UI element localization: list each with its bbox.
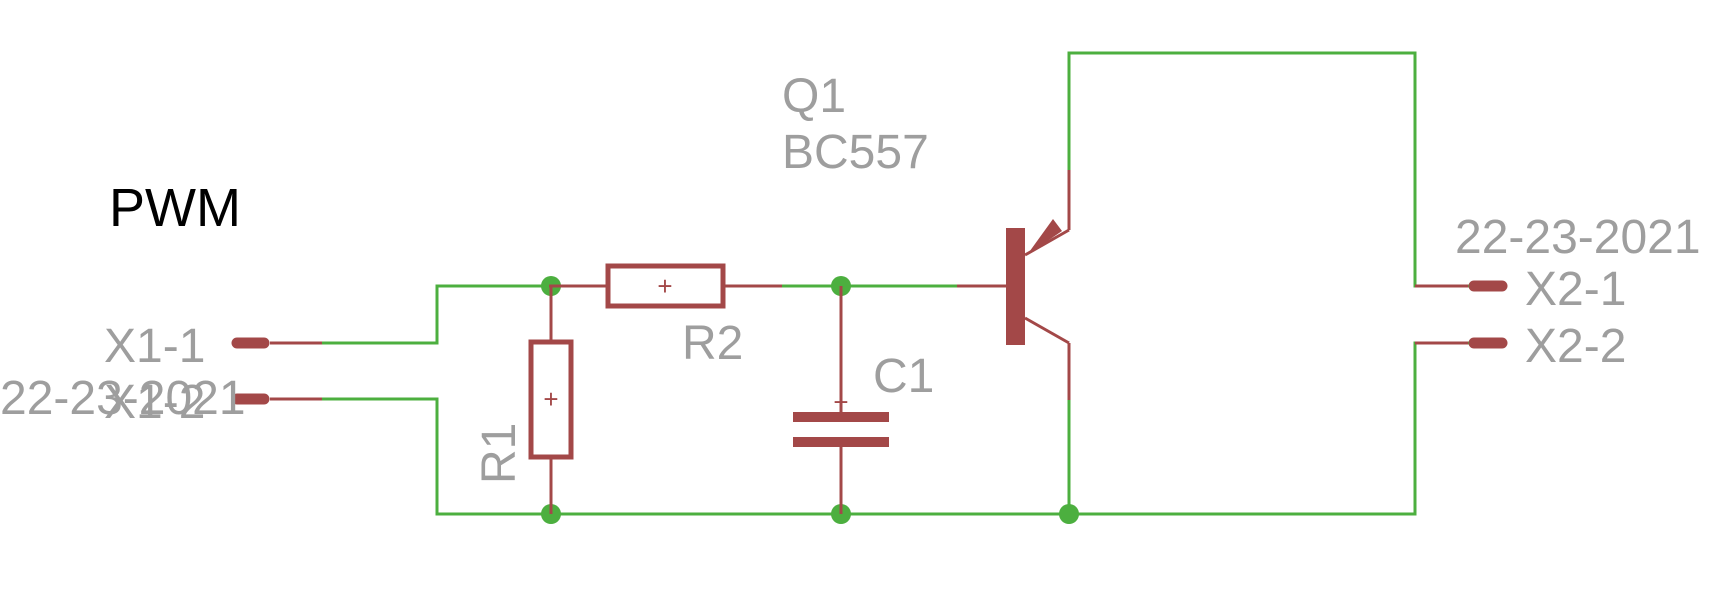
x1-1-label: X1-1 (104, 320, 205, 373)
q1-collector-diagonal (1024, 316, 1070, 345)
origin-marks: + + + (543, 271, 848, 417)
labels: Q1 BC557 R2 C1 R1 22-23-2021 X1-1 X1-2 2… (0, 70, 1701, 484)
r1-name-label: R1 (473, 423, 526, 484)
q1-base-bar (1006, 228, 1025, 345)
net-x1-1 (322, 284, 497, 345)
transistor-q1 (957, 170, 1071, 400)
r2-origin-mark: + (657, 271, 672, 301)
connector-x1 (231, 337, 322, 405)
x2-2-label: X2-2 (1525, 320, 1626, 373)
x1-value-label: 22-23-2021 (0, 372, 246, 425)
connector-x2 (1415, 280, 1508, 349)
q1-emitter-arrow (1027, 219, 1062, 255)
r1-origin-mark: + (543, 384, 558, 414)
c1-name-label: C1 (873, 350, 934, 403)
r2-name-label: R2 (682, 317, 743, 370)
junctions (541, 276, 1079, 524)
x1-2-label: X1-2 (104, 376, 205, 429)
components (231, 170, 1508, 514)
x2-1-label: X2-1 (1525, 263, 1626, 316)
q1-value-label: BC557 (782, 126, 929, 179)
schematic-title: PWM (109, 178, 241, 238)
capacitor-c1 (793, 286, 889, 514)
resistor-r1 (528, 286, 574, 514)
q1-name-label: Q1 (782, 70, 846, 123)
c1-origin-mark: + (833, 387, 848, 417)
x2-value-label: 22-23-2021 (1455, 211, 1701, 264)
resistor-r2 (549, 263, 782, 309)
junction-q1-ground (1059, 504, 1079, 524)
net-emitter-x2-1 (1067, 51, 1470, 288)
